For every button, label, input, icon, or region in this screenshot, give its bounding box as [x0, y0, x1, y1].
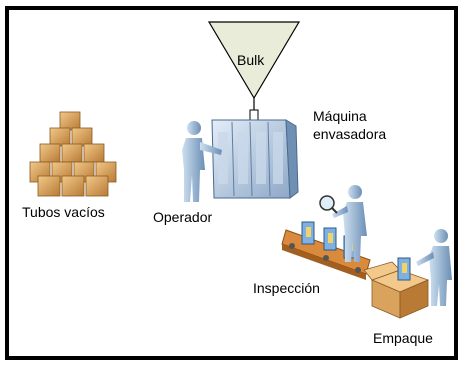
bulk-label: Bulk [237, 52, 265, 68]
conveyor-belt-icon [281, 221, 371, 280]
operator-person-icon [182, 121, 222, 202]
magnifier-icon [319, 195, 338, 214]
boxes-stack-icon [29, 111, 117, 197]
packing-label: Empaque [373, 330, 433, 346]
filling-machine-icon [211, 119, 299, 199]
operator-label: Operador [153, 209, 213, 225]
machine-label-line1: Máquina [313, 108, 367, 124]
inspection-label: Inspección [253, 280, 320, 296]
machine-label-line2: envasadora [313, 126, 387, 142]
inspector-person-icon [332, 185, 367, 262]
empty-tubes-label: Tubos vacíos [22, 204, 105, 220]
packer-person-icon [416, 229, 452, 306]
packing-box-icon [363, 257, 430, 319]
